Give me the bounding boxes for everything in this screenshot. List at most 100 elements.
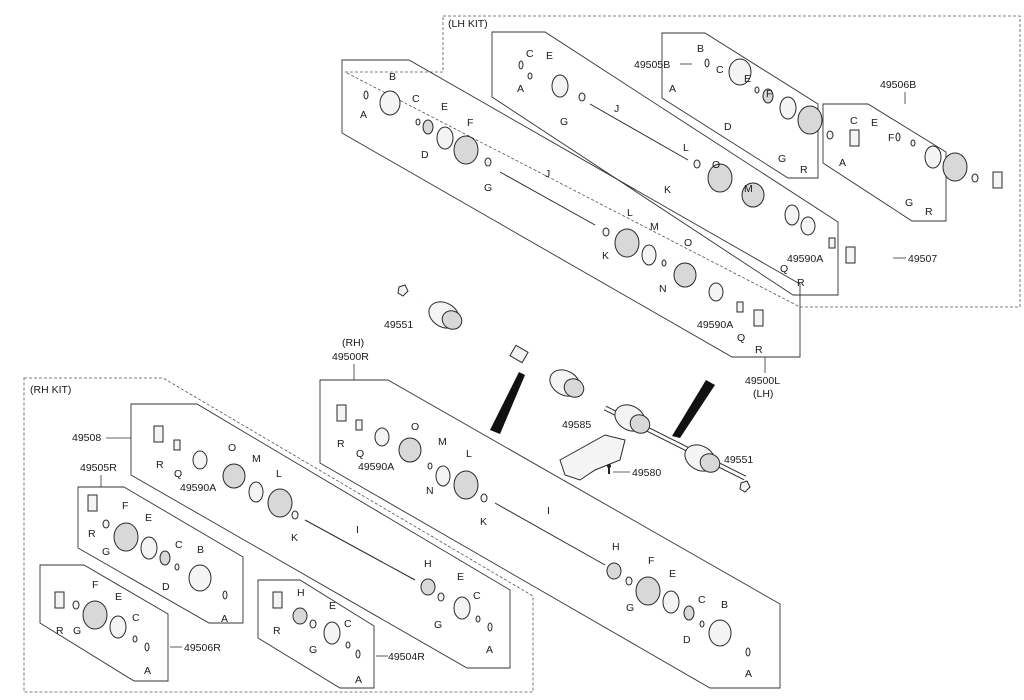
callout-a: A [669, 83, 676, 95]
callout-o: O [684, 237, 692, 249]
callout-d: D [162, 581, 170, 593]
callout-a: A [745, 668, 752, 680]
callout-r: R [273, 625, 281, 637]
callout-f: F [888, 132, 894, 144]
callout-j: J [545, 168, 550, 180]
label-lh-side: (LH) [753, 388, 773, 400]
callout-q: Q [737, 332, 745, 344]
callout-c: C [344, 618, 352, 630]
callout-r: R [800, 164, 808, 176]
callout-l: L [276, 468, 282, 480]
label-49505r: 49505R [80, 462, 117, 474]
callout-q: Q [780, 263, 788, 275]
rh-shaft-assembly [603, 404, 747, 481]
callout-c: C [526, 48, 534, 60]
label-49507: 49507 [908, 253, 937, 265]
part-number-labels: 49551 49551 49585 49580 49590A 49590A 49… [180, 253, 823, 494]
label-49580: 49580 [632, 467, 661, 479]
bracket-49585 [559, 434, 626, 481]
callout-g: G [626, 602, 634, 614]
rh-49505r-parts [87, 494, 228, 600]
callout-b: B [389, 71, 396, 83]
label-49590a-rh: 49590A [358, 461, 394, 473]
callout-q: Q [174, 468, 182, 480]
callout-f: F [92, 579, 98, 591]
callout-f: F [467, 117, 473, 129]
callout-o: O [228, 442, 236, 454]
rh-49500r-parts [336, 404, 751, 657]
frame-49504r [257, 579, 375, 689]
callout-g: G [484, 182, 492, 194]
callout-g: G [73, 625, 81, 637]
rh-49504r-parts [272, 591, 361, 659]
callout-l: L [683, 142, 689, 154]
frame-49508 [130, 403, 511, 669]
lh-49506b-parts [895, 132, 1003, 189]
frame-49500r [319, 379, 781, 689]
nut-49551-top [397, 284, 409, 297]
callout-e: E [329, 600, 336, 612]
callout-b: B [197, 544, 204, 556]
callout-e: E [457, 571, 464, 583]
callout-e: E [441, 101, 448, 113]
callout-g: G [560, 116, 568, 128]
rh-kit-label: (RH KIT) [30, 384, 71, 396]
callout-a: A [360, 109, 367, 121]
frame-49506r [39, 564, 169, 682]
callout-c: C [850, 115, 858, 127]
callout-h: H [612, 541, 620, 553]
label-49506b: 49506B [880, 79, 916, 91]
bolt-49580 [607, 464, 611, 474]
rh-49508-parts [153, 425, 493, 632]
label-49504r: 49504R [388, 651, 425, 663]
rh-49506r-parts [54, 591, 150, 652]
callout-r: R [56, 625, 64, 637]
callout-q: Q [356, 448, 364, 460]
callout-i: I [356, 524, 359, 536]
assembly-labels: 49505B 49506B 49507 49500L (LH) (RH) 495… [72, 59, 937, 663]
callout-g: G [905, 197, 913, 209]
callout-d: D [724, 121, 732, 133]
callout-c: C [698, 594, 706, 606]
frame-49500l [341, 59, 801, 358]
callout-j: J [614, 103, 619, 115]
label-49506r: 49506R [184, 642, 221, 654]
label-49551-top: 49551 [384, 319, 413, 331]
label-49508: 49508 [72, 432, 101, 444]
callout-o: O [411, 421, 419, 433]
frame-49505b [661, 32, 819, 179]
callout-f: F [766, 88, 772, 100]
callout-a: A [839, 157, 846, 169]
callout-e: E [744, 73, 751, 85]
callout-b: B [721, 599, 728, 611]
label-49500r: 49500R [332, 351, 369, 363]
callout-b: B [697, 43, 704, 55]
lh-kit-label: (LH KIT) [448, 18, 488, 30]
frame-49505r [77, 486, 244, 624]
callout-e: E [115, 591, 122, 603]
callout-l: L [627, 207, 633, 219]
callout-e: E [871, 117, 878, 129]
callout-r: R [797, 277, 805, 289]
callout-e: E [669, 568, 676, 580]
callout-c: C [175, 539, 183, 551]
label-49551-right: 49551 [724, 454, 753, 466]
callout-k: K [291, 532, 298, 544]
callout-d: D [683, 634, 691, 646]
callout-r: R [88, 528, 96, 540]
callout-i: I [547, 505, 550, 517]
label-rh-side: (RH) [342, 337, 364, 349]
callout-m: M [744, 183, 753, 195]
callout-g: G [102, 546, 110, 558]
callout-c: C [132, 612, 140, 624]
lh-49505b-parts [704, 58, 860, 147]
callout-r: R [755, 344, 763, 356]
label-49590a-rh-kit: 49590A [180, 482, 216, 494]
callout-m: M [252, 453, 261, 465]
callout-f: F [648, 555, 654, 567]
callout-a: A [486, 644, 493, 656]
pointer-arrow-right [672, 380, 715, 438]
lh-shaft-assembly [417, 300, 606, 410]
callout-k: K [602, 250, 609, 262]
